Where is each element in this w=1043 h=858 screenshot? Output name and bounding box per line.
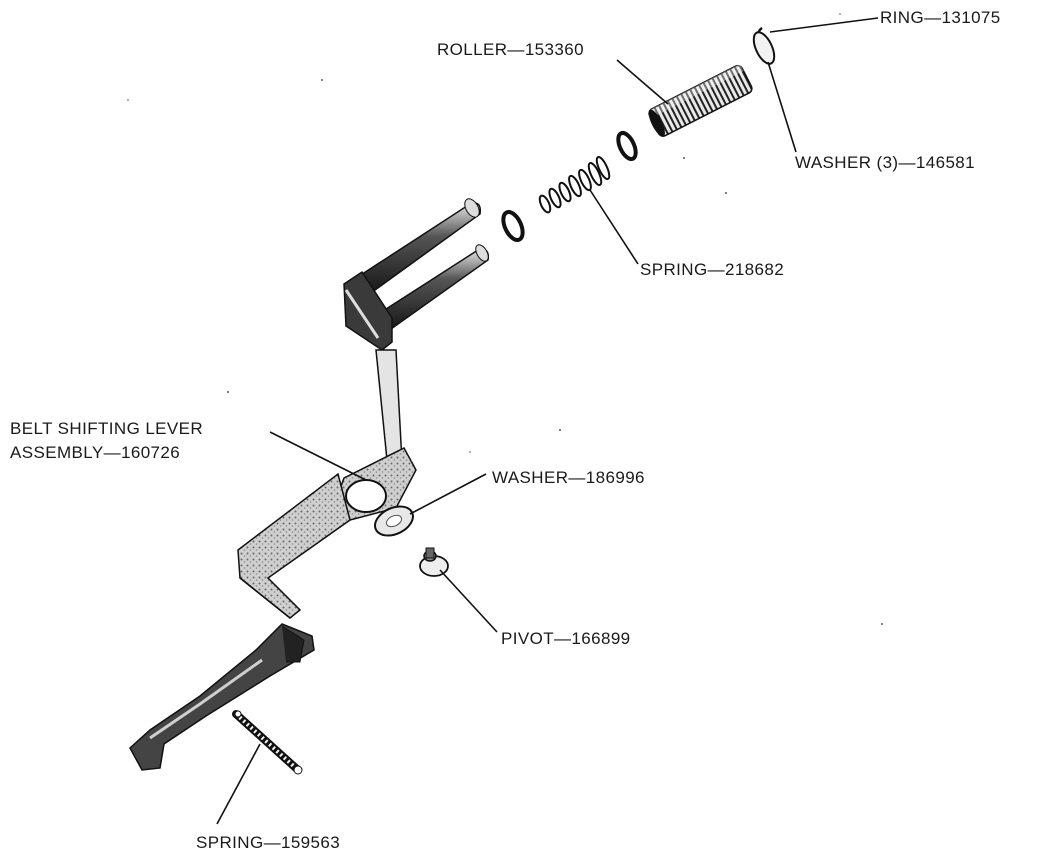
scan-specks [127, 13, 883, 625]
washer-146581-part [616, 130, 638, 162]
pivot-part [419, 547, 449, 577]
label-washer-146581: WASHER (3)—146581 [795, 153, 976, 172]
spring-159563-part [232, 710, 303, 775]
roller-part [647, 63, 753, 137]
label-belt-shifting-lever-line1: BELT SHIFTING LEVER [10, 419, 204, 438]
label-washer-186996: WASHER—186996 [492, 468, 645, 487]
washer-146581-part [501, 209, 525, 243]
belt-shifting-lever-assembly-part [129, 198, 490, 771]
washer-186996-part [374, 505, 414, 537]
label-spring-159563: SPRING—159563 [196, 833, 341, 852]
label-roller-153360: ROLLER—153360 [437, 40, 584, 59]
label-pivot-166899: PIVOT—166899 [501, 629, 631, 648]
label-ring-131075: RING—131075 [880, 8, 1001, 27]
washer-146581-part [752, 31, 776, 65]
spring-218682-part [538, 155, 611, 214]
label-belt-shifting-lever-line2: ASSEMBLY—160726 [10, 443, 181, 462]
label-spring-218682: SPRING—218682 [640, 260, 785, 279]
leader-lines [216, 17, 879, 825]
